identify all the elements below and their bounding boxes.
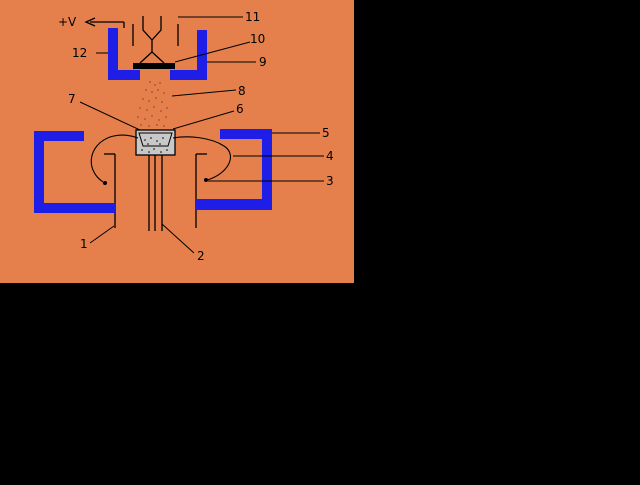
callout-6: 6: [236, 102, 244, 116]
callout-11: 11: [245, 10, 260, 24]
crucible-texture: [141, 137, 168, 153]
crucible-melt: [138, 132, 173, 147]
filament-point-left: [103, 181, 107, 185]
electron-beam-paths: [90, 134, 231, 183]
magnet-left: [34, 131, 116, 213]
callout-1: 1: [80, 237, 88, 251]
vapor-stream: [137, 81, 168, 127]
support-rods: [148, 155, 163, 231]
substrate-plate: [133, 63, 175, 69]
callout-12: 12: [72, 46, 87, 60]
magnet-right: [195, 129, 272, 210]
callout-7: 7: [68, 92, 76, 106]
callout-9: 9: [259, 55, 267, 69]
heater-assembly: [84, 16, 179, 64]
leader-lines: [79, 16, 324, 254]
filament-assembly: [104, 153, 207, 228]
substrate-holder-left: [108, 28, 140, 80]
voltage-label: +V: [58, 15, 77, 29]
callout-8: 8: [238, 84, 246, 98]
callout-4: 4: [326, 149, 334, 163]
callout-3: 3: [326, 174, 334, 188]
filament-point-right: [204, 178, 208, 182]
callout-2: 2: [197, 249, 205, 263]
substrate-holder-right: [170, 30, 207, 80]
diagram-panel: [0, 0, 354, 283]
callout-10: 10: [250, 32, 265, 46]
callout-5: 5: [322, 126, 330, 140]
